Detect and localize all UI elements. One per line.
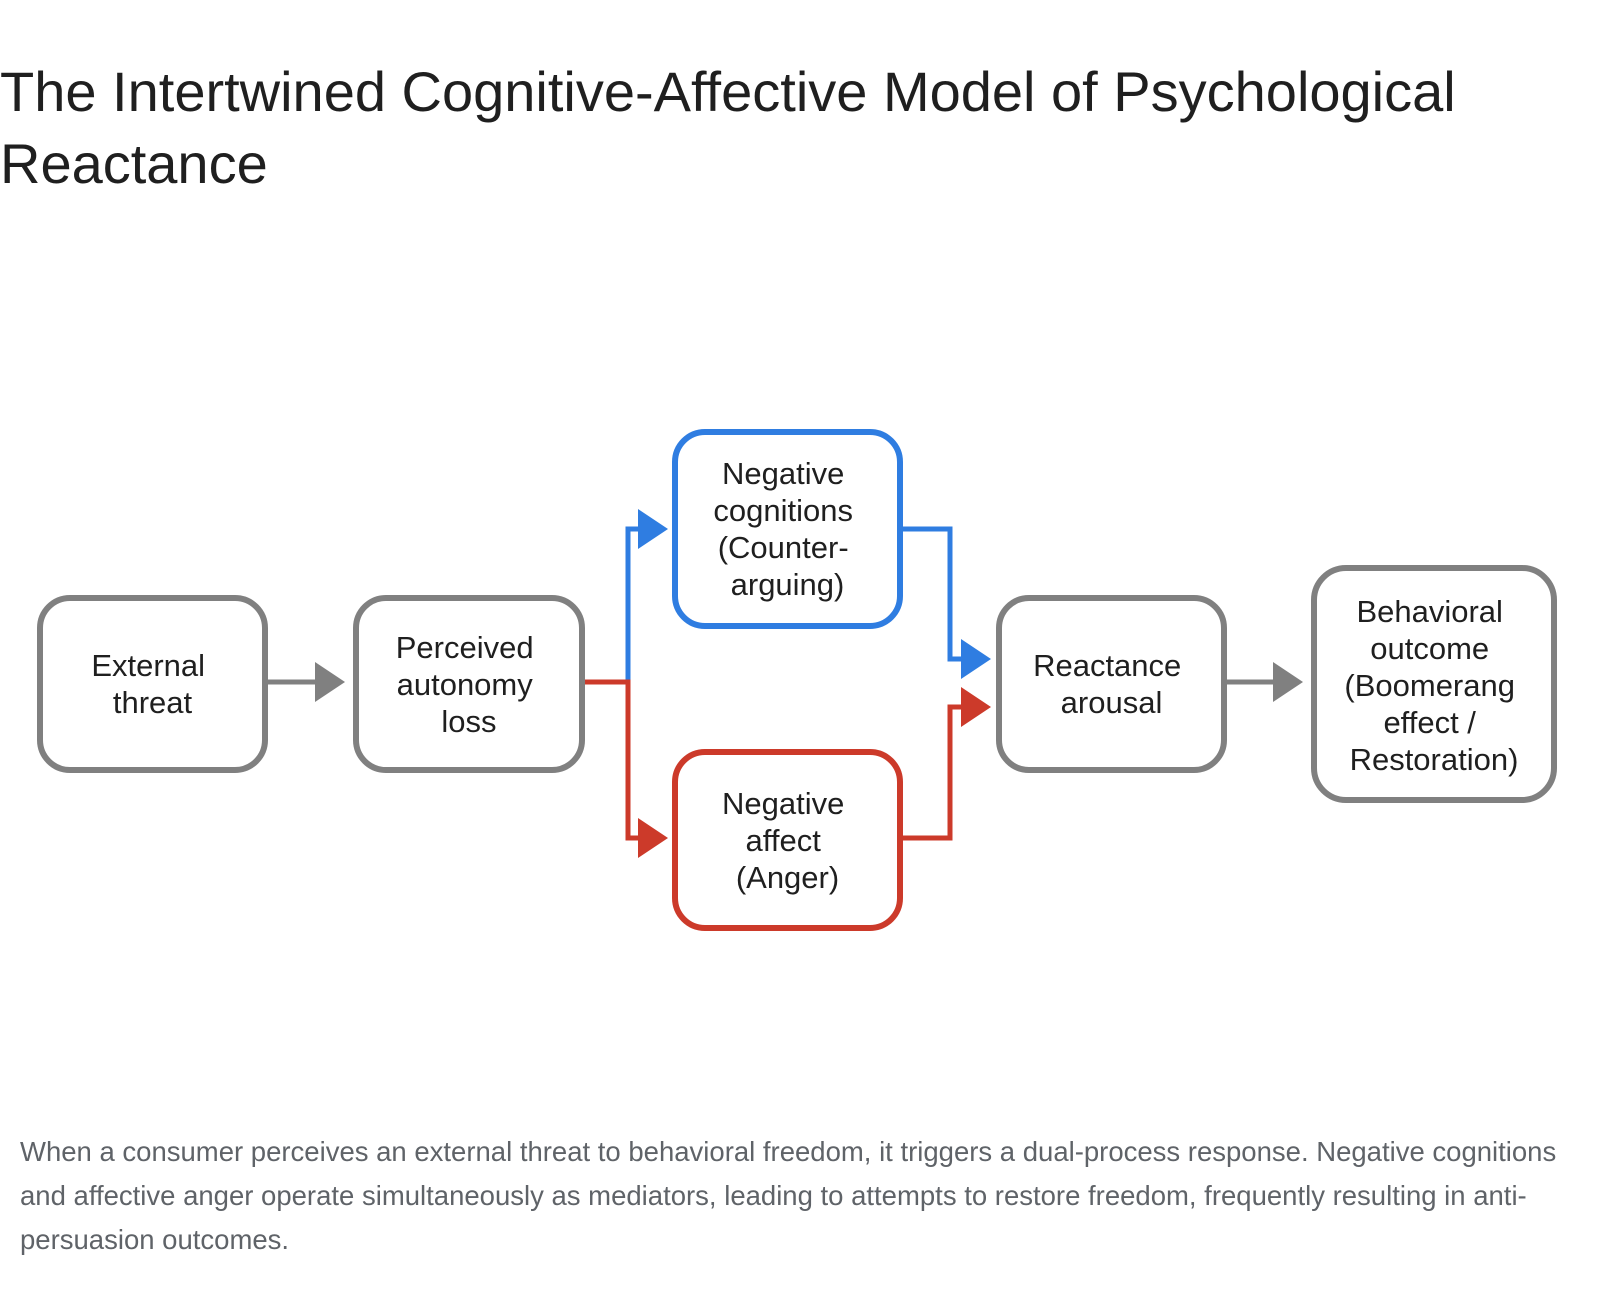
- node-label: Negative affect (Anger): [722, 786, 853, 895]
- node-behavioral-outcome: Behavioral outcome (Boomerang effect / R…: [1311, 565, 1557, 803]
- edge-affect-to-arousal: [902, 687, 991, 841]
- node-box: [1311, 565, 1557, 803]
- node-external-threat: External threat: [37, 595, 268, 773]
- node-box: [672, 749, 903, 931]
- node-label: Behavioral outcome (Boomerang effect / R…: [1344, 594, 1523, 777]
- node-box: [37, 595, 268, 773]
- edge-cognitions-to-arousal: [902, 526, 991, 679]
- connectors: [263, 509, 1303, 858]
- edge-autonomy-to-cognitions: [585, 509, 668, 685]
- node-negative-cognitions: Negative cognitions (Counter- arguing): [672, 429, 903, 629]
- edge-autonomy-to-affect: [585, 679, 668, 858]
- node-autonomy-loss: Perceived autonomy loss: [353, 595, 585, 773]
- node-negative-affect: Negative affect (Anger): [672, 749, 903, 931]
- node-label: Negative cognitions (Counter- arguing): [713, 456, 861, 602]
- node-label: Reactance arousal: [1033, 648, 1190, 720]
- page-title: The Intertwined Cognitive-Affective Mode…: [0, 60, 1456, 195]
- node-label: Perceived autonomy loss: [396, 630, 542, 739]
- node-label: External threat: [91, 648, 213, 720]
- node-box: [353, 595, 585, 773]
- node-box: [996, 595, 1227, 773]
- caption: When a consumer perceives an external th…: [20, 1136, 1557, 1255]
- node-reactance-arousal: Reactance arousal: [996, 595, 1227, 773]
- node-box: [672, 429, 903, 629]
